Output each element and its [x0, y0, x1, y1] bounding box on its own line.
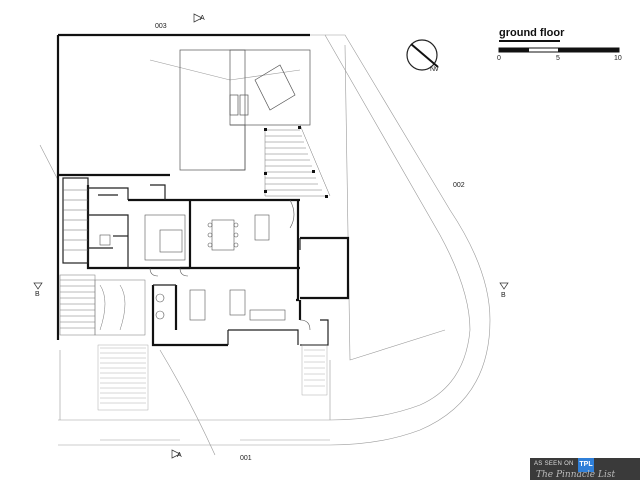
badge-script-text: The Pinnacle List	[536, 470, 616, 480]
parking-area	[59, 274, 146, 336]
boundary-label-right: 002	[453, 182, 465, 189]
road-edge	[58, 34, 471, 421]
terrace-stairs	[264, 124, 331, 197]
dining-table	[211, 219, 235, 251]
site-boundary	[58, 34, 491, 446]
section-b-left-marker	[33, 282, 43, 290]
furniture	[99, 199, 311, 331]
section-a-top-marker	[193, 13, 203, 23]
scale-label-5: 5	[556, 55, 560, 62]
desk	[189, 289, 206, 321]
interior-stair	[63, 189, 88, 251]
scale-label-0: 0	[497, 55, 501, 62]
sofa	[229, 289, 246, 316]
watermark-badge: AS SEEN ON TPL The Pinnacle List	[530, 458, 640, 480]
section-label-b-right: B	[501, 292, 506, 299]
outer-walls	[56, 33, 350, 347]
scale-bar	[498, 40, 620, 53]
section-a-bottom-marker	[171, 449, 181, 459]
scale-label-10: 10	[614, 55, 622, 62]
section-label-a-bottom: A	[177, 452, 182, 459]
section-label-a-top: A	[200, 15, 205, 22]
boundary-label-top: 003	[155, 23, 167, 30]
lounge-deck	[254, 64, 296, 111]
interior-walls	[62, 177, 329, 346]
boundary-label-bottom: 001	[240, 455, 252, 462]
driveway	[97, 344, 328, 411]
section-label-b-left: B	[35, 291, 40, 298]
plan-title: ground floor	[499, 27, 565, 39]
north-arrow-icon	[406, 39, 439, 71]
as-seen-on-text: AS SEEN ON	[534, 461, 574, 467]
pool	[179, 49, 246, 171]
tpl-logo: TPL	[578, 458, 594, 472]
section-b-right-marker	[499, 282, 509, 290]
north-label: Nv	[430, 66, 439, 73]
